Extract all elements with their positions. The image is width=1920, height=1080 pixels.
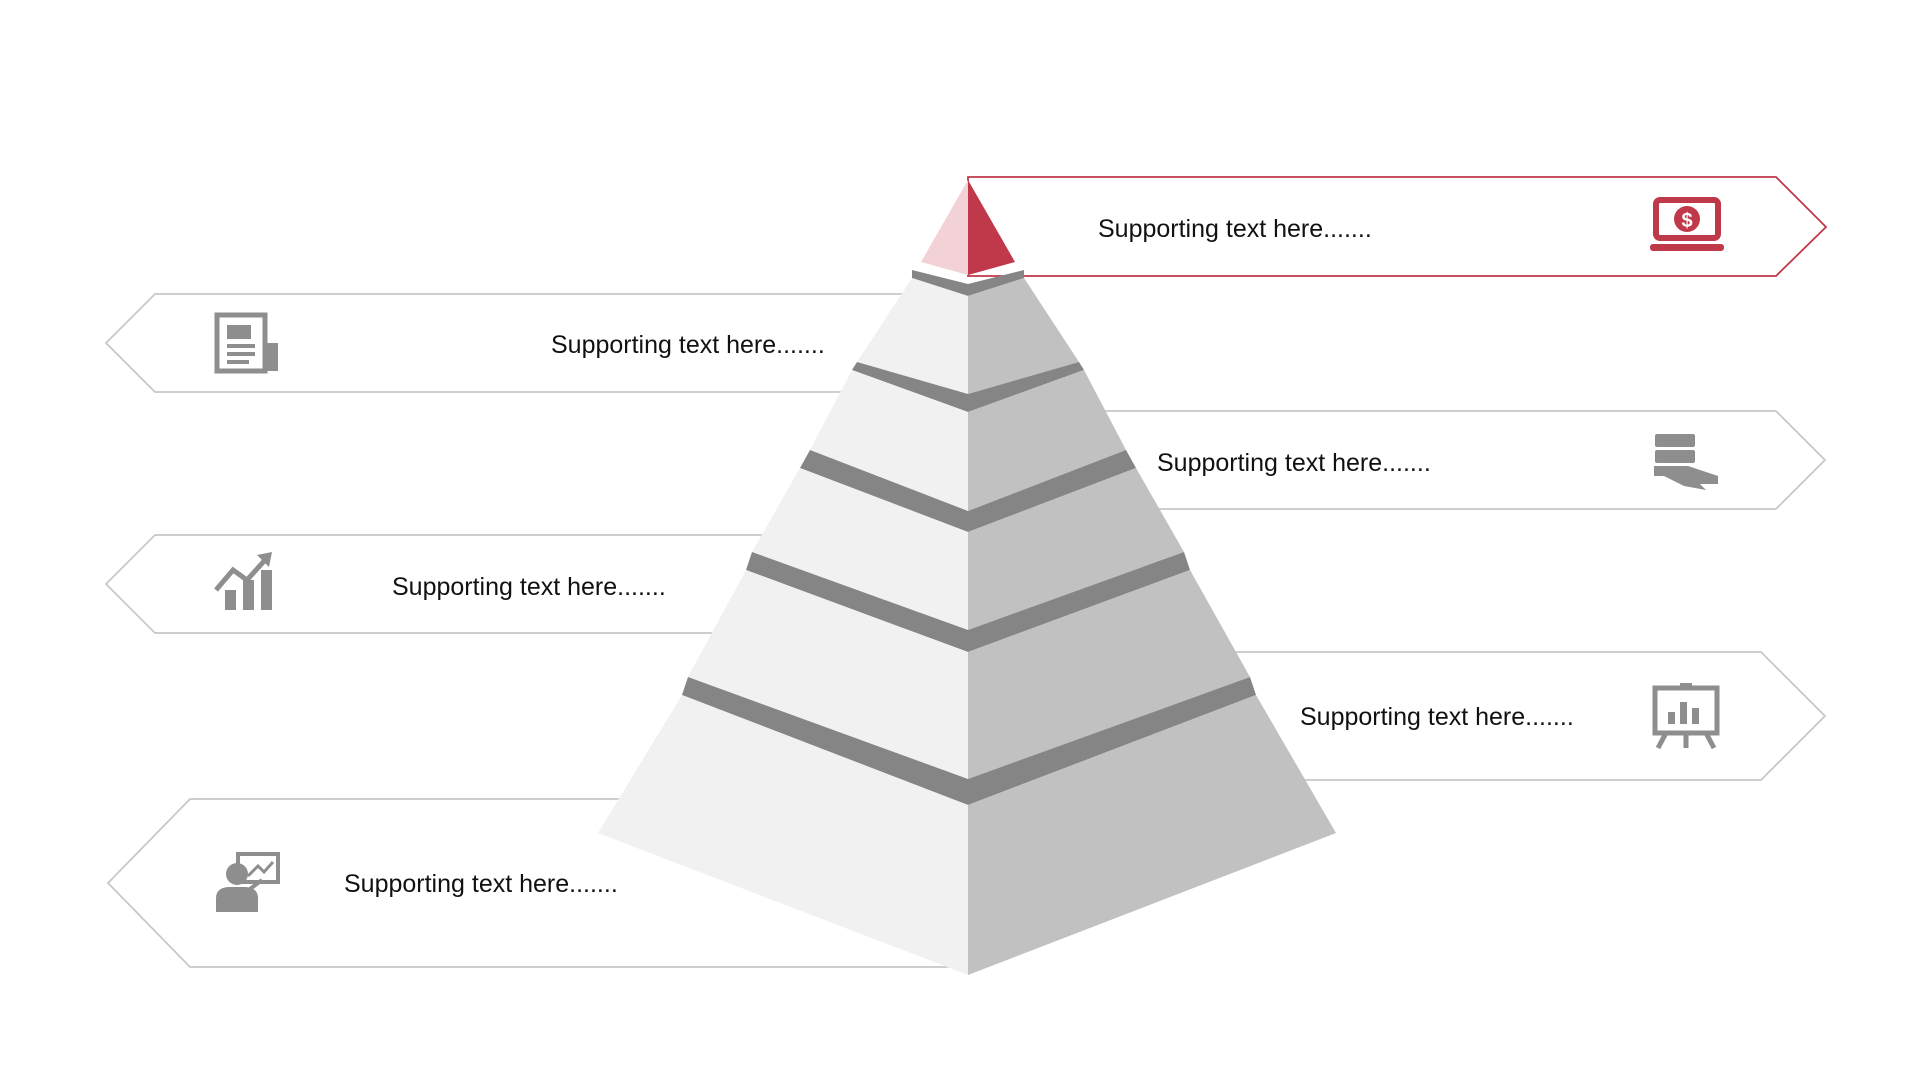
pyramid-apex-right bbox=[968, 180, 1015, 275]
presentation-board-icon bbox=[1652, 683, 1720, 750]
banner-6-text: Supporting text here....... bbox=[344, 870, 618, 898]
hand-holding-cash-icon bbox=[1654, 434, 1718, 490]
banner-3-text: Supporting text here....... bbox=[1157, 449, 1431, 477]
growth-chart-icon bbox=[214, 552, 272, 610]
pyramid-gap-4 bbox=[746, 552, 1190, 652]
banner-2: Supporting text here....... bbox=[104, 293, 906, 393]
pyramid-gap-5 bbox=[682, 677, 1256, 805]
pyramid bbox=[598, 180, 1336, 975]
svg-text:$: $ bbox=[1681, 210, 1692, 232]
banner-2-text: Supporting text here....... bbox=[551, 331, 825, 359]
pyramid-level-3-right bbox=[968, 370, 1126, 511]
pyramid-level-2-right bbox=[968, 278, 1079, 394]
pyramid-level-3-left bbox=[810, 370, 968, 511]
pyramid-apex-left bbox=[921, 180, 968, 275]
pyramid-level-6-right bbox=[968, 695, 1336, 975]
pyramid-level-5-left bbox=[688, 570, 968, 779]
pyramid-gap-2 bbox=[852, 362, 1084, 412]
pyramid-level-5-right bbox=[968, 570, 1250, 779]
pyramid-gap-1 bbox=[912, 270, 1024, 296]
laptop-dollar-icon: $ bbox=[1650, 197, 1724, 251]
newspaper-icon bbox=[214, 312, 278, 374]
banner-3: Supporting text here....... bbox=[999, 410, 1827, 510]
pyramid-level-4-left bbox=[752, 468, 968, 630]
banner-1-text: Supporting text here....... bbox=[1098, 215, 1372, 243]
pyramid-level-4-right bbox=[968, 468, 1184, 630]
banner-5-text: Supporting text here....... bbox=[1300, 703, 1574, 731]
pyramid-level-2-left bbox=[857, 278, 968, 394]
banner-4-text: Supporting text here....... bbox=[392, 573, 666, 601]
banner-1: Supporting text here....... $ bbox=[967, 176, 1828, 277]
pyramid-gap-3 bbox=[800, 450, 1136, 532]
presenter-icon bbox=[216, 852, 280, 912]
pyramid-level-6-left bbox=[598, 695, 968, 975]
